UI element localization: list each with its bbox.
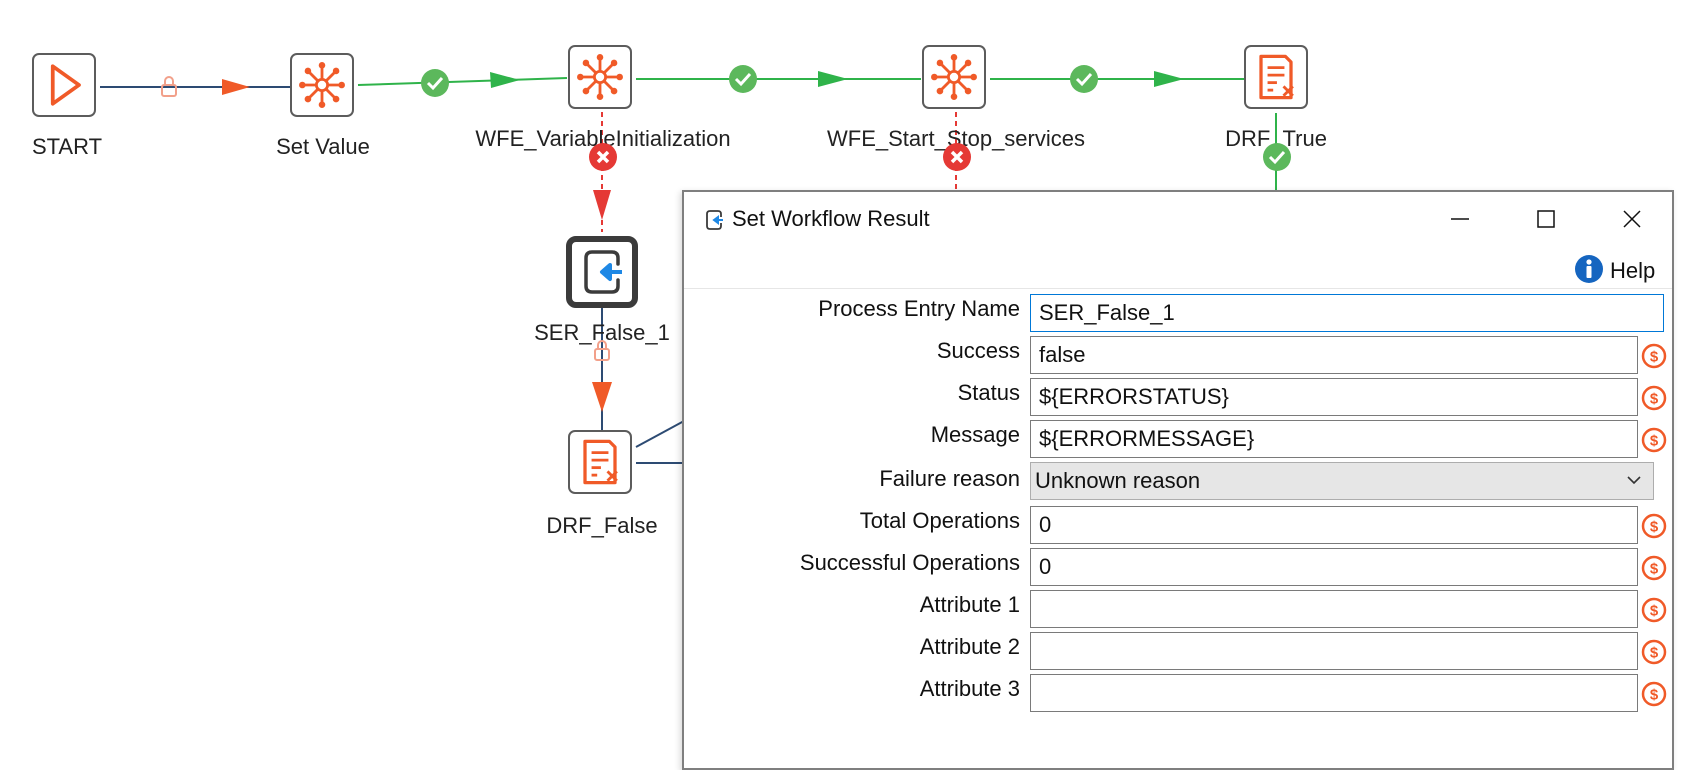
dollar-variable-icon: $ bbox=[1641, 639, 1667, 665]
success-input[interactable]: false bbox=[1030, 336, 1638, 374]
total-operations-label: Total Operations bbox=[859, 508, 1020, 533]
message-input[interactable]: ${ERRORMESSAGE} bbox=[1030, 420, 1638, 458]
svg-text:$: $ bbox=[1650, 349, 1659, 366]
document-error-icon bbox=[583, 439, 618, 485]
info-icon bbox=[1575, 255, 1603, 283]
status-label: Status bbox=[957, 380, 1020, 405]
ser-false-1-node[interactable] bbox=[566, 236, 638, 308]
hop-arrow bbox=[818, 71, 848, 87]
dollar-variable-icon: $ bbox=[1641, 385, 1667, 411]
success-check-icon[interactable] bbox=[1262, 142, 1292, 172]
variable-button[interactable]: $ bbox=[1641, 597, 1667, 623]
process-entry-name-input[interactable]: SER_False_1 bbox=[1030, 294, 1664, 332]
error-x-icon[interactable] bbox=[942, 142, 972, 172]
status-input[interactable]: ${ERRORSTATUS} bbox=[1030, 378, 1638, 416]
success-check-icon[interactable] bbox=[420, 68, 450, 98]
failure-reason-label: Failure reason bbox=[879, 466, 1020, 491]
minimize-icon bbox=[1451, 218, 1469, 220]
attribute-1-input[interactable] bbox=[1030, 590, 1638, 628]
attribute-3-label: Attribute 3 bbox=[919, 676, 1020, 701]
successful-operations-label: Successful Operations bbox=[799, 550, 1020, 575]
lock-icon bbox=[594, 340, 610, 361]
success-check-icon[interactable] bbox=[728, 64, 758, 94]
hop-drffalse-out-1[interactable] bbox=[635, 420, 685, 448]
svg-text:$: $ bbox=[1650, 603, 1659, 620]
attribute-2-label: Attribute 2 bbox=[919, 634, 1020, 659]
variable-button[interactable]: $ bbox=[1641, 513, 1667, 539]
error-x-icon[interactable] bbox=[588, 142, 618, 172]
svg-text:$: $ bbox=[1650, 433, 1659, 450]
variable-button[interactable]: $ bbox=[1641, 681, 1667, 707]
minimize-button[interactable] bbox=[1430, 198, 1490, 240]
help-button[interactable]: Help bbox=[1574, 252, 1666, 286]
attribute-2-input[interactable] bbox=[1030, 632, 1638, 670]
start-node-label: START bbox=[31, 134, 103, 159]
attribute-3-input[interactable] bbox=[1030, 674, 1638, 712]
dialog-titlebar[interactable]: Set Workflow Result bbox=[684, 192, 1672, 246]
svg-text:$: $ bbox=[1650, 645, 1659, 662]
variable-button[interactable]: $ bbox=[1641, 385, 1667, 411]
svg-text:$: $ bbox=[1650, 391, 1659, 408]
hop-arrow bbox=[1154, 71, 1184, 87]
set-result-icon bbox=[706, 210, 723, 230]
wfe-variable-initialization-node[interactable] bbox=[568, 45, 632, 109]
svg-text:$: $ bbox=[1650, 519, 1659, 536]
maximize-button[interactable] bbox=[1516, 198, 1576, 240]
hub-icon bbox=[577, 54, 623, 100]
hop-setvalue-wfevar[interactable] bbox=[357, 77, 568, 86]
lock-icon bbox=[161, 76, 177, 97]
dollar-variable-icon: $ bbox=[1641, 681, 1667, 707]
close-icon bbox=[1623, 210, 1641, 228]
successful-operations-input[interactable]: 0 bbox=[1030, 548, 1638, 586]
dollar-variable-icon: $ bbox=[1641, 513, 1667, 539]
total-operations-input[interactable]: 0 bbox=[1030, 506, 1638, 544]
divider bbox=[684, 288, 1672, 289]
dialog-title: Set Workflow Result bbox=[732, 206, 930, 231]
start-node[interactable] bbox=[32, 53, 96, 117]
variable-button[interactable]: $ bbox=[1641, 427, 1667, 453]
process-entry-name-label: Process Entry Name bbox=[818, 296, 1020, 321]
set-result-icon bbox=[584, 250, 622, 294]
dollar-variable-icon: $ bbox=[1641, 427, 1667, 453]
variable-button[interactable]: $ bbox=[1641, 555, 1667, 581]
chevron-down-icon bbox=[1627, 476, 1641, 485]
hop-arrow bbox=[222, 79, 250, 95]
failure-reason-select[interactable]: Unknown reason bbox=[1030, 462, 1654, 500]
ser-false-1-node-label: SER_False_1 bbox=[534, 320, 670, 345]
hop-arrow bbox=[490, 72, 520, 88]
close-button[interactable] bbox=[1602, 198, 1662, 240]
drf-false-node-label: DRF_False bbox=[546, 513, 658, 538]
message-label: Message bbox=[930, 422, 1020, 447]
set-workflow-result-dialog: Set Workflow Result Help Process Entry N… bbox=[682, 190, 1674, 770]
variable-button[interactable]: $ bbox=[1641, 639, 1667, 665]
svg-text:$: $ bbox=[1650, 561, 1659, 578]
hub-icon bbox=[931, 54, 977, 100]
wfe-start-stop-services-node[interactable] bbox=[922, 45, 986, 109]
play-icon bbox=[50, 64, 81, 106]
document-error-icon bbox=[1259, 54, 1294, 100]
success-check-icon[interactable] bbox=[1069, 64, 1099, 94]
hub-icon bbox=[299, 62, 345, 108]
success-label: Success bbox=[936, 338, 1020, 363]
help-label: Help bbox=[1610, 258, 1656, 283]
failure-reason-selected: Unknown reason bbox=[1035, 468, 1201, 493]
drf-true-node[interactable] bbox=[1244, 45, 1308, 109]
svg-text:$: $ bbox=[1650, 687, 1659, 704]
attribute-1-label: Attribute 1 bbox=[919, 592, 1020, 617]
dollar-variable-icon: $ bbox=[1641, 555, 1667, 581]
set-value-node-label: Set Value bbox=[276, 134, 370, 159]
variable-button[interactable]: $ bbox=[1641, 343, 1667, 369]
drf-false-node[interactable] bbox=[568, 430, 632, 494]
hop-arrow bbox=[593, 190, 611, 220]
set-value-node[interactable] bbox=[290, 53, 354, 117]
dollar-variable-icon: $ bbox=[1641, 597, 1667, 623]
maximize-icon bbox=[1537, 210, 1555, 228]
hop-arrow bbox=[592, 382, 612, 412]
dollar-variable-icon: $ bbox=[1641, 343, 1667, 369]
